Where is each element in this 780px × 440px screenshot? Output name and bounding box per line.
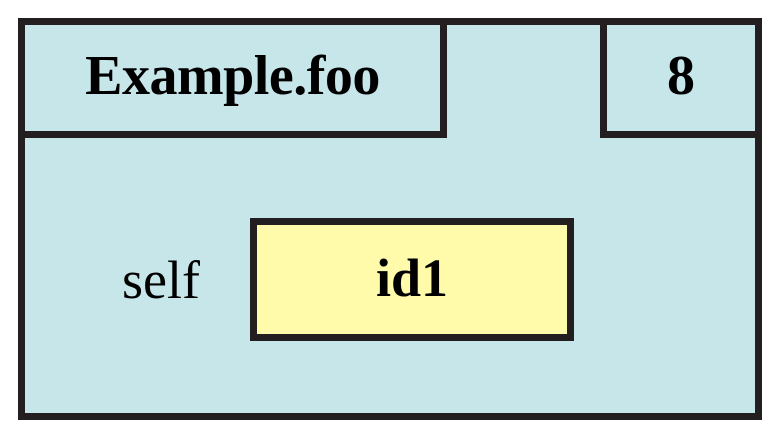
stack-frame-box: Example.foo 8 self id1 [18, 18, 762, 420]
frame-header: Example.foo 8 [25, 25, 755, 138]
variable-name-label: self [122, 249, 200, 310]
variable-binding-row: self id1 [122, 218, 574, 341]
variable-value-label: id1 [375, 247, 448, 308]
frame-title-label: Example.foo [85, 45, 380, 107]
frame-counter-label: 8 [667, 45, 695, 107]
frame-body: self id1 [25, 138, 755, 413]
frame-counter-cell[interactable]: 8 [600, 25, 755, 138]
frame-title-cell[interactable]: Example.foo [25, 25, 447, 138]
variable-value-box[interactable]: id1 [249, 218, 574, 341]
